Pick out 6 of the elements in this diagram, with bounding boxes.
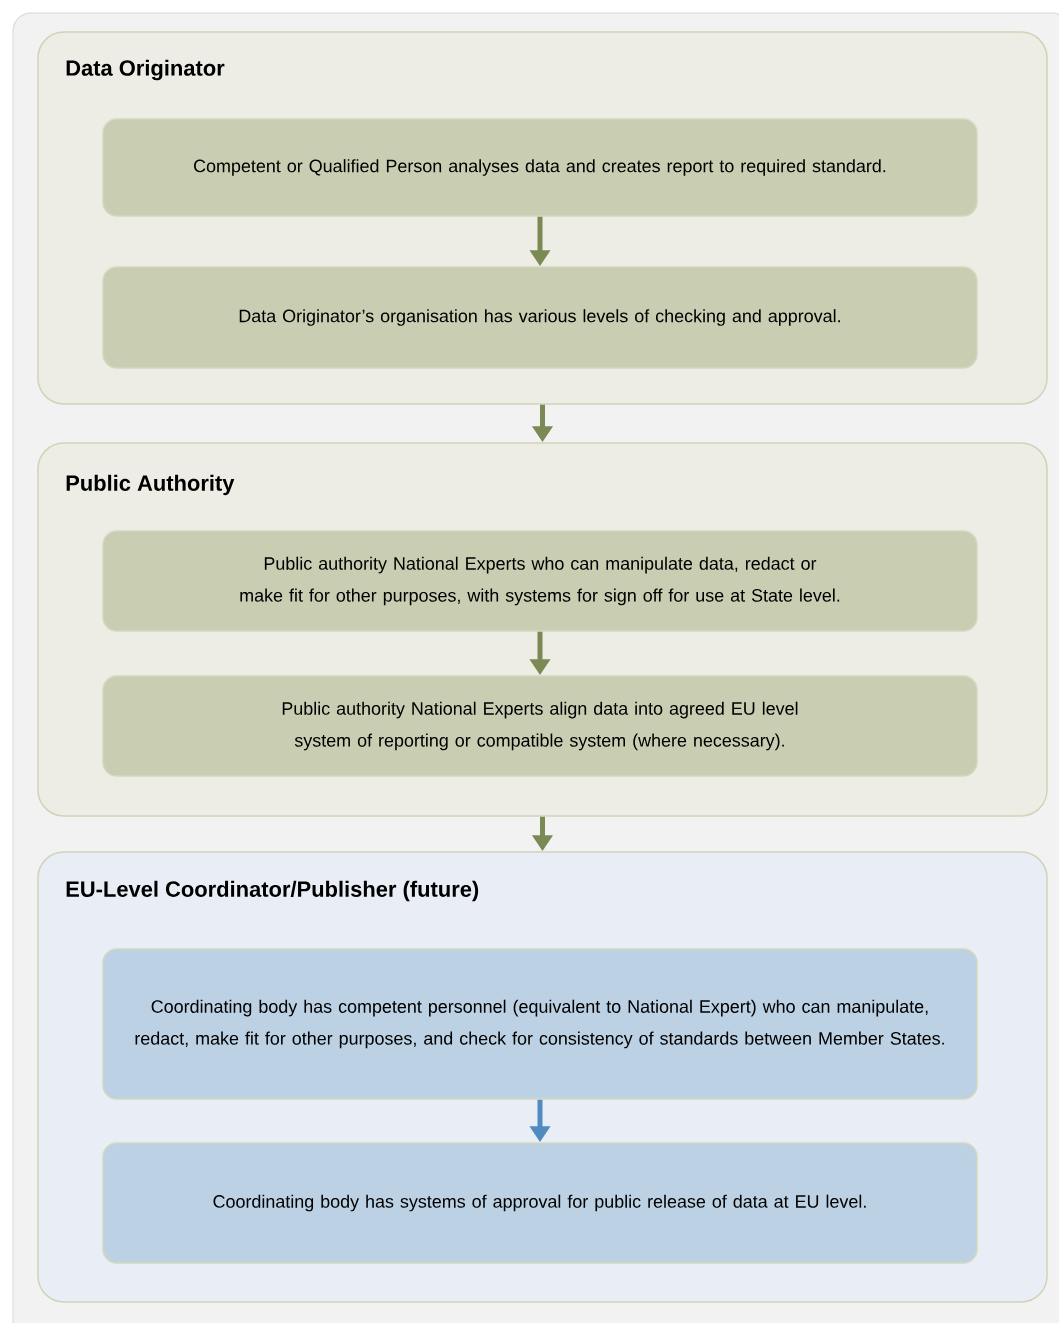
- process-box: Public authority National Experts who can manipulate data, redact or make fit for other purposes, with systems for sign off for use at State level.: [102, 530, 978, 632]
- process-box: Data Originator’s organisation has various levels of checking and approval.: [102, 266, 978, 369]
- process-box: Coordinating body has systems of approval for public release of data at EU level.: [102, 1142, 978, 1264]
- process-box: Competent or Qualified Person analyses data and creates report to required standard.: [102, 118, 978, 217]
- process-box: Coordinating body has competent personnel (equivalent to National Expert) who can manipulate, redact, make fit for other purposes, and check for consistency of standards between Member States.: [102, 948, 978, 1100]
- process-box: Public authority National Experts align data into agreed EU level system of reporting or compatible system (where necessary).: [102, 675, 978, 777]
